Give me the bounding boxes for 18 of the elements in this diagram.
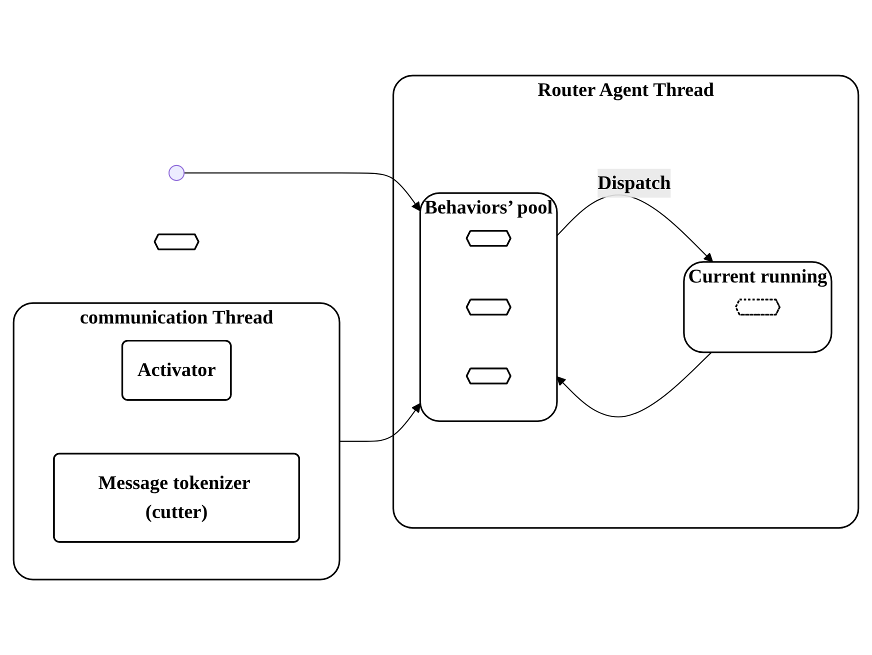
group-title: Behaviors’ pool xyxy=(424,195,553,220)
process-box xyxy=(53,452,300,543)
process-box xyxy=(121,340,232,401)
group-box xyxy=(419,192,558,422)
octagon-shape xyxy=(154,233,200,250)
arrow xyxy=(184,172,421,212)
group-title: communication Thread xyxy=(80,305,274,330)
node-label: Message tokenizer (cutter) xyxy=(97,470,252,524)
group-box xyxy=(683,261,832,354)
octagon-shape xyxy=(466,230,512,247)
node-label: Activator xyxy=(137,358,216,382)
arrow xyxy=(556,352,712,418)
group-title: Current running xyxy=(688,264,828,289)
octagon-shape xyxy=(734,298,780,316)
arrow xyxy=(340,402,421,442)
octagon-shape xyxy=(466,368,512,384)
octagon-shape xyxy=(466,298,512,316)
group-title: Router Agent Thread xyxy=(538,78,714,102)
